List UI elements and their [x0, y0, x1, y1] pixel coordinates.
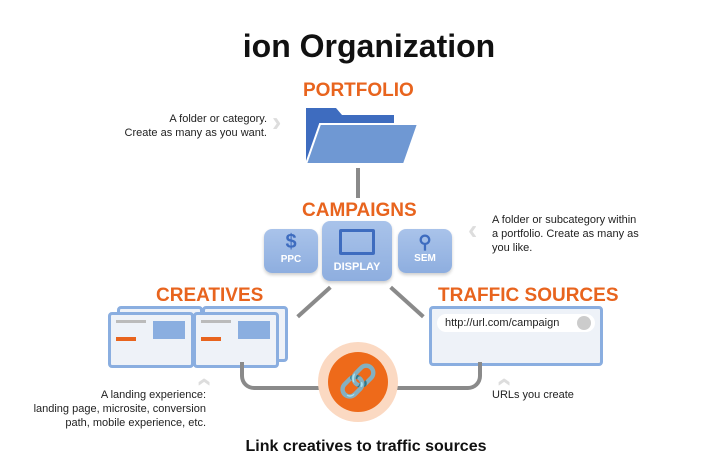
note-line: Create as many as you want. — [124, 127, 267, 139]
note-line: landing page, microsite, conversion — [33, 403, 206, 415]
creative-card — [193, 312, 279, 368]
connector — [296, 285, 332, 319]
tile-sem: ⚲ SEM — [398, 229, 452, 273]
url-text: http://url.com/campaign — [445, 317, 560, 329]
creatives-note: A landing experience: landing page, micr… — [34, 388, 206, 430]
note-line: you like. — [492, 242, 533, 254]
note-line: a portfolio. Create as many as — [492, 228, 639, 240]
chevron-right-icon: › — [272, 106, 282, 137]
campaigns-heading: CAMPAIGNS — [302, 200, 417, 221]
tile-label: SEM — [414, 253, 436, 264]
search-icon — [577, 316, 591, 330]
portfolio-note: A folder or category. Create as many as … — [125, 112, 267, 140]
dollar-cursor-icon: $ — [285, 231, 297, 253]
connector — [389, 285, 425, 319]
creative-card — [108, 312, 194, 368]
chain-link-icon: 🔗 — [328, 352, 388, 412]
note-line: A folder or category. — [169, 113, 267, 125]
footer-caption: Link creatives to traffic sources — [245, 438, 487, 455]
browser-window: http://url.com/campaign — [429, 306, 603, 366]
chevron-left-icon: ‹ — [468, 214, 478, 245]
traffic-note: URLs you create — [492, 389, 574, 401]
tile-display: DISPLAY — [322, 221, 392, 281]
tile-label: PPC — [280, 254, 302, 265]
traffic-heading: TRAFFIC SOURCES — [438, 285, 619, 306]
tile-label: DISPLAY — [333, 261, 381, 273]
portfolio-heading: PORTFOLIO — [303, 80, 414, 101]
chevron-up-icon: › — [486, 377, 518, 387]
page-title: ion Organization — [242, 28, 496, 64]
magnifier-icon: ⚲ — [418, 232, 432, 252]
folder-icon — [304, 108, 420, 165]
note-line: path, mobile experience, etc. — [65, 417, 206, 429]
creatives-heading: CREATIVES — [156, 285, 264, 306]
campaigns-note: A folder or subcategory within a portfol… — [492, 213, 639, 255]
note-line: A landing experience: — [100, 389, 206, 401]
url-bar: http://url.com/campaign — [437, 314, 595, 332]
monitor-icon — [339, 229, 375, 255]
tile-ppc: $ PPC — [264, 229, 318, 273]
chevron-up-icon: › — [186, 377, 218, 387]
connector — [356, 168, 360, 198]
note-line: A folder or subcategory within — [492, 214, 637, 226]
